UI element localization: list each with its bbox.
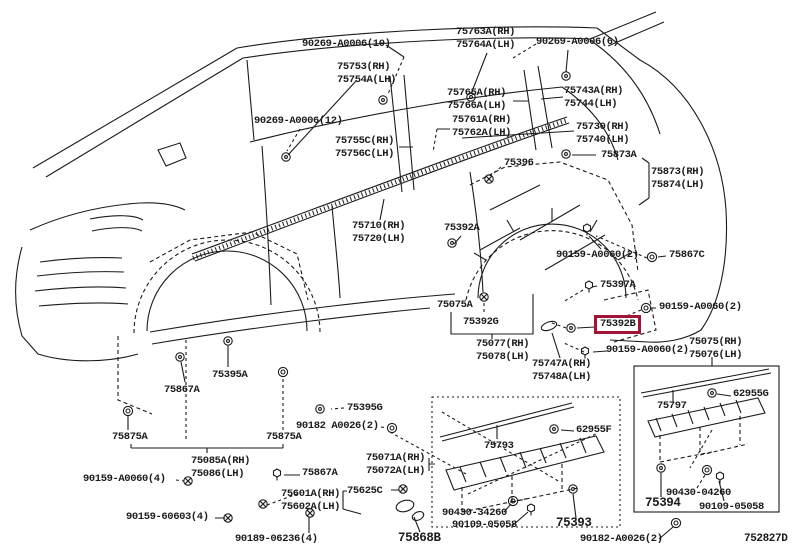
part-label-90159-a0060-4[interactable]: 90159-A0060(4) xyxy=(83,473,166,485)
part-label-75793[interactable]: 75793 xyxy=(484,440,514,452)
part-label-75867a[interactable]: 75867A xyxy=(164,384,200,396)
part-label-90430-34260[interactable]: 90430-34260 xyxy=(442,507,507,519)
part-label-75730-rh[interactable]: 75730(RH) 75740(LH) xyxy=(576,121,630,146)
hidden-line-art xyxy=(117,161,657,415)
part-label-62955g[interactable]: 62955G xyxy=(733,388,769,400)
part-label-90159-a0060-2[interactable]: 90159-A0060(2) xyxy=(659,301,742,313)
part-label-90109-05058[interactable]: 90109-05058 xyxy=(452,519,517,531)
part-label-75753-rh[interactable]: 75753(RH) 75754A(LH) xyxy=(337,61,397,86)
diagram-code: 752827D xyxy=(744,533,788,545)
car-body-outline xyxy=(15,11,728,521)
part-label-90189-06236-4[interactable]: 90189-06236(4) xyxy=(235,533,318,545)
part-label-75867a[interactable]: 75867A xyxy=(302,467,338,479)
part-label-75873-rh[interactable]: 75873(RH) 75874(LH) xyxy=(651,166,705,191)
part-label-75765a-rh[interactable]: 75765A(RH) 75766A(LH) xyxy=(447,87,507,112)
part-label-75396[interactable]: 75396 xyxy=(504,157,534,169)
part-label-75601a-rh[interactable]: 75601A(RH) 75602A(LH) xyxy=(281,488,341,513)
part-label-75797[interactable]: 75797 xyxy=(657,400,687,412)
part-label-75394[interactable]: 75394 xyxy=(645,496,681,510)
part-label-62955f[interactable]: 62955F xyxy=(576,424,612,436)
part-label-75868b[interactable]: 75868B xyxy=(398,531,441,545)
part-label-75392a[interactable]: 75392A xyxy=(444,222,480,234)
part-label-75710-rh[interactable]: 75710(RH) 75720(LH) xyxy=(352,220,406,245)
part-label-90159-60603-4[interactable]: 90159-60603(4) xyxy=(126,511,209,523)
part-label-90269-a0006-12[interactable]: 90269-A0006(12) xyxy=(254,115,343,127)
part-label-75075a[interactable]: 75075A xyxy=(437,299,473,311)
part-label-90159-a0060-2[interactable]: 90159-A0060(2) xyxy=(606,344,689,356)
part-label-90269-a0006-6[interactable]: 90269-A0006(6) xyxy=(536,36,619,48)
part-label-75761a-rh[interactable]: 75761A(RH) 75762A(LH) xyxy=(452,114,512,139)
part-label-75393[interactable]: 75393 xyxy=(556,516,592,530)
part-label-75071a-rh[interactable]: 75071A(RH) 75072A(LH) xyxy=(366,452,426,477)
inset-box-left xyxy=(431,396,621,528)
part-label-75867c[interactable]: 75867C xyxy=(669,249,705,261)
part-label-75763a-rh[interactable]: 75763A(RH) 75764A(LH) xyxy=(456,26,516,51)
part-label-75875a[interactable]: 75875A xyxy=(266,431,302,443)
part-label-75743a-rh[interactable]: 75743A(RH) 75744(LH) xyxy=(564,85,624,110)
part-label-90182-a0026-2[interactable]: 90182-A0026(2) xyxy=(580,533,663,545)
part-label-90430-04260[interactable]: 90430-04260 xyxy=(666,487,731,499)
part-label-90182-a0026-2[interactable]: 90182 A0026(2) xyxy=(296,420,379,432)
part-label-75075-rh[interactable]: 75075(RH) 75076(LH) xyxy=(689,336,743,361)
part-label-75755c-rh[interactable]: 75755C(RH) 75756C(LH) xyxy=(335,135,395,160)
part-label-75392g[interactable]: 75392G xyxy=(463,316,499,328)
part-label-75873a[interactable]: 75873A xyxy=(601,149,637,161)
part-label-75875a[interactable]: 75875A xyxy=(112,431,148,443)
part-label-75077-rh[interactable]: 75077(RH) 75078(LH) xyxy=(476,338,530,363)
part-label-75625c[interactable]: 75625C xyxy=(347,485,383,497)
part-label-90109-05058[interactable]: 90109-05058 xyxy=(699,501,764,513)
inset-box-right xyxy=(633,365,780,513)
leader-lines xyxy=(127,43,732,540)
part-label-90159-a0060-2[interactable]: 90159-A0060(2) xyxy=(556,249,639,261)
part-label-75085a-rh[interactable]: 75085A(RH) 75086(LH) xyxy=(191,455,251,480)
part-label-90269-a0006-10[interactable]: 90269-A0006(10) xyxy=(302,38,391,50)
part-label-75392b-highlighted[interactable]: 75392B xyxy=(594,315,642,334)
part-label-75747a-rh[interactable]: 75747A(RH) 75748A(LH) xyxy=(532,358,592,383)
part-label-75397a[interactable]: 75397A xyxy=(600,279,636,291)
part-label-75395a[interactable]: 75395A xyxy=(212,369,248,381)
part-label-75395g[interactable]: 75395G xyxy=(347,402,383,414)
